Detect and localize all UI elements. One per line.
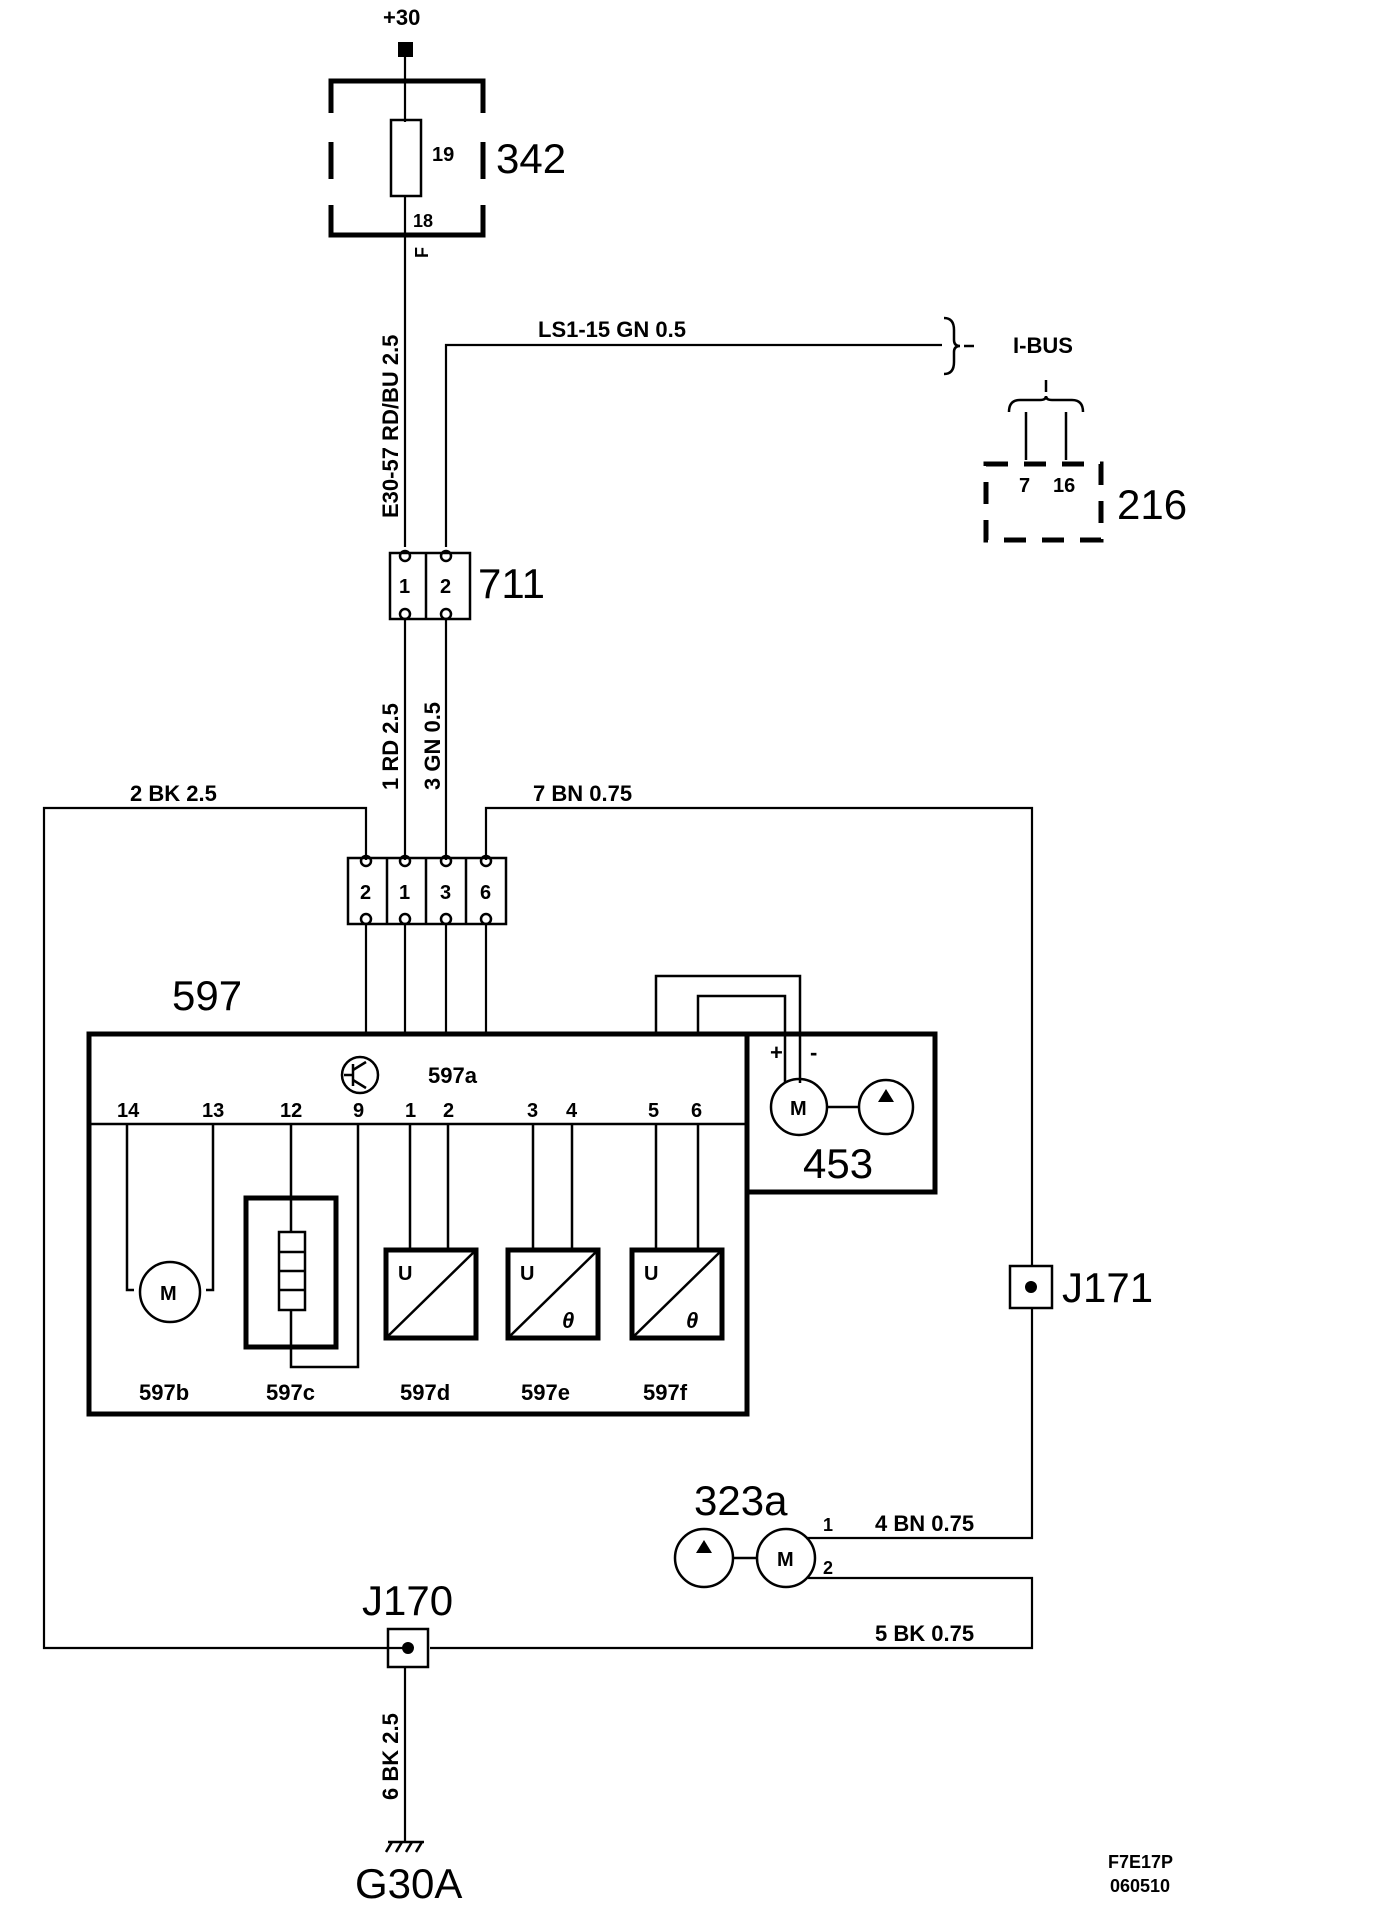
unit-597a-label: 597a [428,1063,478,1088]
wire-e30-label: E30-57 RD/BU 2.5 [378,335,403,518]
wire-bn-7 [484,806,1034,1267]
fuse-19 [389,118,423,198]
ibus-brace [1007,395,1085,413]
wire-bk-6-label: 6 BK 2.5 [378,1713,403,1800]
sub-label-597c: 597c [266,1380,315,1405]
wire-bn-4 [806,1308,1034,1540]
pump-453-id: 453 [803,1140,873,1187]
fuse-block-id: 342 [496,135,566,182]
connector-711-pin-1: 1 [399,576,410,598]
unit-597-id: 597 [172,972,242,1019]
fuse-pin-letter: F [412,247,432,258]
connector-711-id: 711 [478,560,545,607]
wire-gn-label: 3 GN 0.5 [420,702,445,790]
unit-597-pin: 13 [202,1100,224,1122]
junction-j170 [386,1627,430,1669]
unit-597-pin: 6 [691,1100,702,1122]
connector-597: 2 1 3 6 [346,854,508,926]
wire-rd-label: 1 RD 2.5 [378,703,403,790]
fuse-block-pin: 18 [413,211,433,231]
motor-icon: M [160,1283,177,1305]
pump-323a: 323a M 1 2 [673,1477,833,1589]
sensor-u-icon: U [520,1263,534,1285]
unit-597-pin: 12 [280,1100,302,1122]
sub-label-597d: 597d [400,1380,450,1405]
pump-453: + - M 453 [654,974,938,1195]
pump-arrow-icon [878,1089,894,1102]
connector-711-pin-2: 2 [440,576,451,598]
sensor-597d: U [383,1124,479,1341]
sub-label-597b: 597b [139,1380,189,1405]
sub-label-597e: 597e [521,1380,570,1405]
module-216-pin-b: 16 [1053,475,1075,497]
connector-597-pin: 3 [440,882,451,904]
supply-terminal [398,42,413,57]
supply-label: +30 [383,5,420,30]
sensor-597f: U θ [629,1124,725,1341]
unit-597-pin: 3 [527,1100,538,1122]
module-216: 7 16 216 [983,461,1187,543]
drawing-date: 060510 [1110,1876,1170,1896]
transistor-icon [340,1055,380,1095]
junction-j170-id: J170 [362,1577,453,1624]
wire-ls1-label: LS1-15 GN 0.5 [538,317,686,342]
bus-brace [943,316,961,376]
junction-j171: J171 [1008,1264,1153,1311]
pump-arrow-icon [696,1540,712,1553]
wire-bn-right-label: 7 BN 0.75 [533,781,632,806]
ground-id: G30A [355,1860,462,1907]
wire-bk-2 [42,806,409,1650]
fuse-block-342: 19 18 342 [328,78,566,238]
connector-597-pin: 6 [480,882,491,904]
heater-597c [243,1124,360,1369]
unit-597-pin: 2 [443,1100,454,1122]
motor-icon: M [777,1549,794,1571]
sub-label-597f: 597f [643,1380,688,1405]
unit-597-pin: 1 [405,1100,416,1122]
connector-597-pin: 1 [399,882,410,904]
wire-ls1-15 [444,343,942,547]
connector-597-pin: 2 [360,882,371,904]
wire-bk-5 [430,1576,1034,1650]
module-216-id: 216 [1117,481,1187,528]
wire-bn-4-label: 4 BN 0.75 [875,1511,974,1536]
pump-453-plus: + [770,1040,783,1065]
unit-597-pin: 9 [353,1100,364,1122]
sensor-597e: U θ [505,1124,601,1341]
junction-j171-id: J171 [1062,1264,1153,1311]
wire-bk-5-label: 5 BK 0.75 [875,1621,974,1646]
motor-597b: M [125,1124,215,1324]
fuse-number: 19 [432,144,454,166]
wire-bk-left-label: 2 BK 2.5 [130,781,217,806]
theta-icon: θ [686,1308,698,1333]
motor-icon: M [790,1098,807,1120]
unit-597-pin: 14 [117,1100,140,1122]
connector-711: 1 2 711 [388,549,545,621]
pump-453-minus: - [810,1040,817,1065]
ibus-label: I-BUS [1013,333,1073,358]
unit-597-pin: 4 [566,1100,578,1122]
unit-597: 597a 14 13 12 9 1 2 3 4 5 6 M [86,1031,750,1417]
module-216-pin-a: 7 [1019,475,1030,497]
unit-597-pin: 5 [648,1100,659,1122]
pump-323a-pin-2: 2 [823,1558,833,1578]
pump-323a-id: 323a [694,1477,788,1524]
ground-icon [384,1840,424,1853]
sensor-u-icon: U [398,1263,412,1285]
sensor-u-icon: U [644,1263,658,1285]
theta-icon: θ [562,1308,574,1333]
pump-323a-pin-1: 1 [823,1515,833,1535]
drawing-code: F7E17P [1108,1852,1173,1872]
